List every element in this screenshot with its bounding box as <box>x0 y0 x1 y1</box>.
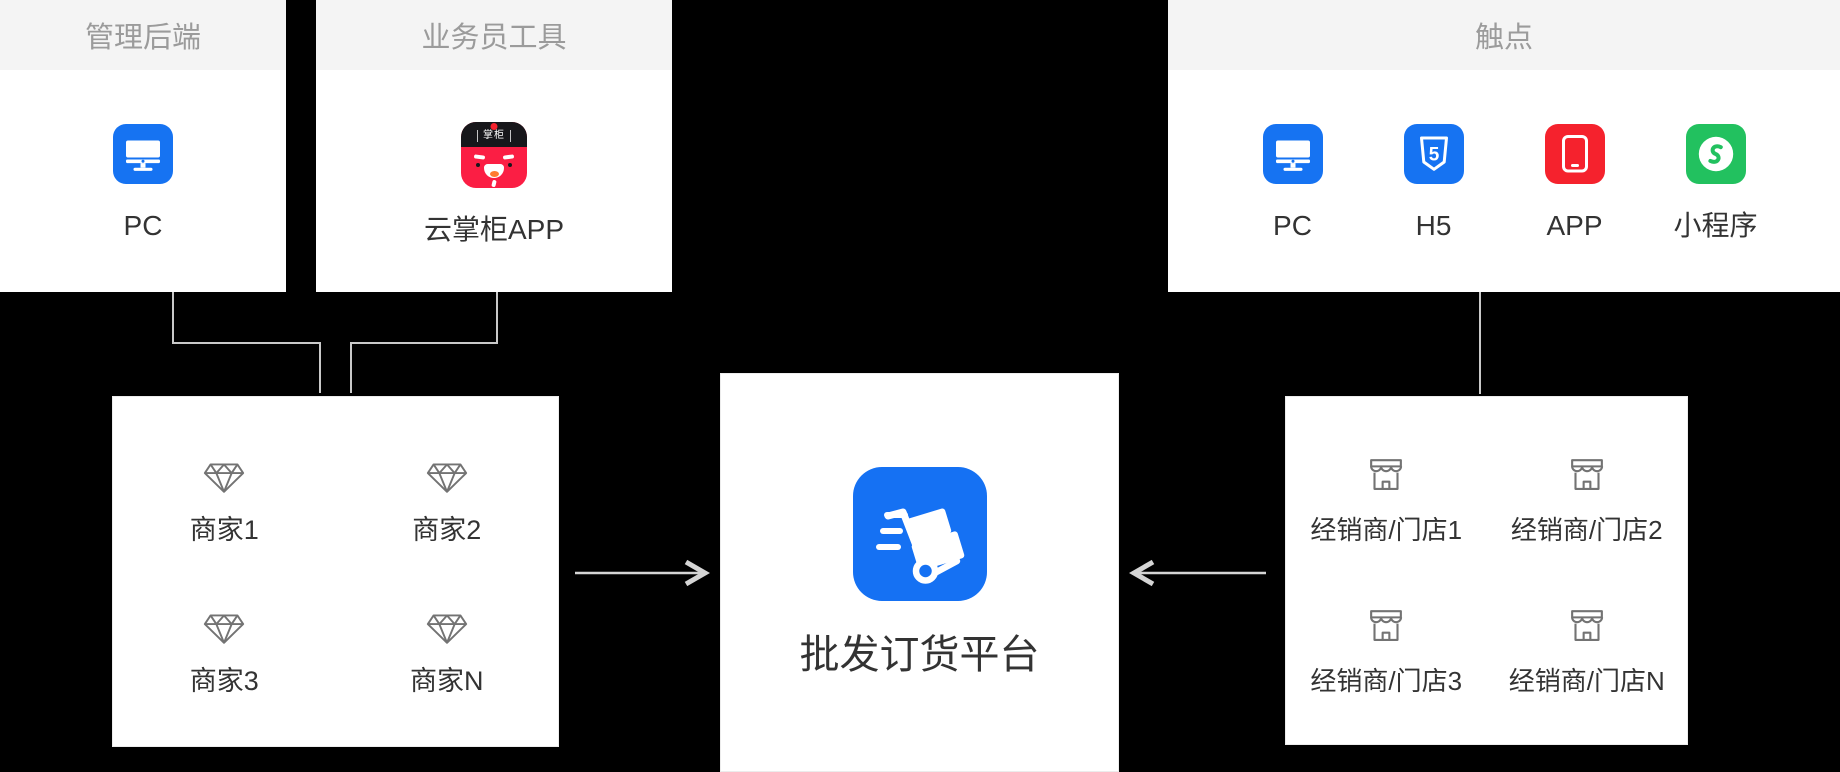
platform-box: 批发订货平台 <box>720 373 1119 772</box>
platform-label: 批发订货平台 <box>799 633 1040 677</box>
stores-box: 经销商/门店1 经销商/门店2 <box>1285 396 1688 745</box>
merchant-cell: 商家3 <box>113 603 336 698</box>
mobile-app-icon <box>1544 124 1605 184</box>
storefront-icon <box>1570 459 1603 490</box>
pc-monitor-icon <box>113 124 173 184</box>
gem-icon <box>426 463 467 493</box>
storefront-icon <box>1570 610 1603 641</box>
store-cell: 经销商/门店3 <box>1286 603 1487 698</box>
touch-app-label: APP <box>1546 210 1603 241</box>
mini-program-icon <box>1685 124 1746 184</box>
yunzhanggui-item: 掌柜 云掌柜APP <box>424 70 564 246</box>
merchants-grid: 商家1 商家2 商家3 <box>113 397 558 754</box>
panel-touchpoints-title: 触点 <box>1168 0 1840 70</box>
panel-touchpoints: 触点 PC 5 H5 <box>1168 0 1840 292</box>
touch-pc-item: PC <box>1243 70 1343 242</box>
connector-line <box>350 342 498 344</box>
connector-line <box>172 292 174 344</box>
merchant-label: 商家1 <box>189 515 259 545</box>
store-label: 经销商/门店2 <box>1510 515 1663 545</box>
store-label: 经销商/门店N <box>1508 666 1665 696</box>
html5-shield-icon: 5 <box>1403 124 1464 184</box>
gem-icon <box>204 614 245 644</box>
connector-line <box>319 342 321 393</box>
store-label: 经销商/门店1 <box>1310 515 1463 545</box>
yunzhanggui-face <box>473 154 486 160</box>
merchant-cell: 商家1 <box>113 452 336 547</box>
merchant-label: 商家2 <box>412 515 482 545</box>
panel-sales-title: 业务员工具 <box>316 0 672 70</box>
panel-touchpoints-body: PC 5 H5 APP <box>1168 70 1840 242</box>
connector-line <box>496 292 498 344</box>
gem-icon <box>426 614 467 644</box>
merchants-box: 商家1 商家2 商家3 <box>112 396 559 747</box>
platform-inner: 批发订货平台 <box>721 374 1118 683</box>
store-cell: 经销商/门店2 <box>1487 452 1688 547</box>
touch-miniprogram-item: 小程序 <box>1666 70 1766 242</box>
arrow-left-into-platform-icon <box>1129 559 1266 587</box>
hand-truck-icon <box>852 467 987 601</box>
touch-app-item: APP <box>1525 70 1625 242</box>
panel-admin-title: 管理后端 <box>0 0 286 70</box>
panel-sales-body: 掌柜 云掌柜APP <box>316 70 672 246</box>
panel-sales-tools: 业务员工具 掌柜 云掌柜APP <box>316 0 672 292</box>
store-cell: 经销商/门店1 <box>1286 452 1487 547</box>
yunzhanggui-app-icon: 掌柜 <box>461 122 527 188</box>
yunzhanggui-label: 云掌柜APP <box>423 214 565 245</box>
connector-line <box>350 342 352 393</box>
yunzhanggui-badge-text: 掌柜 <box>477 130 511 142</box>
arrow-right-into-platform-icon <box>575 559 710 587</box>
panel-admin-body: PC <box>0 70 286 242</box>
storefront-icon <box>1370 459 1403 490</box>
merchant-cell: 商家N <box>336 603 559 698</box>
merchant-cell: 商家2 <box>336 452 559 547</box>
connector-line <box>1479 292 1481 394</box>
gem-icon <box>204 463 245 493</box>
pc-monitor-icon <box>1262 124 1323 184</box>
touch-h5-item: 5 H5 <box>1384 70 1484 242</box>
yunzhanggui-dot <box>490 123 498 130</box>
admin-pc-item: PC <box>93 70 193 242</box>
touch-pc-label: PC <box>1273 210 1312 241</box>
merchant-label: 商家3 <box>189 666 259 696</box>
touch-h5-label: H5 <box>1415 210 1452 241</box>
stores-grid: 经销商/门店1 经销商/门店2 <box>1286 397 1687 754</box>
store-cell: 经销商/门店N <box>1487 603 1688 698</box>
svg-text:5: 5 <box>1428 145 1439 166</box>
store-label: 经销商/门店3 <box>1310 666 1463 696</box>
panel-admin-backend: 管理后端 PC <box>0 0 286 292</box>
touch-miniprogram-label: 小程序 <box>1673 210 1758 241</box>
connector-line <box>172 342 321 344</box>
merchant-label: 商家N <box>410 666 484 696</box>
admin-pc-label: PC <box>123 210 163 241</box>
storefront-icon <box>1370 610 1403 641</box>
